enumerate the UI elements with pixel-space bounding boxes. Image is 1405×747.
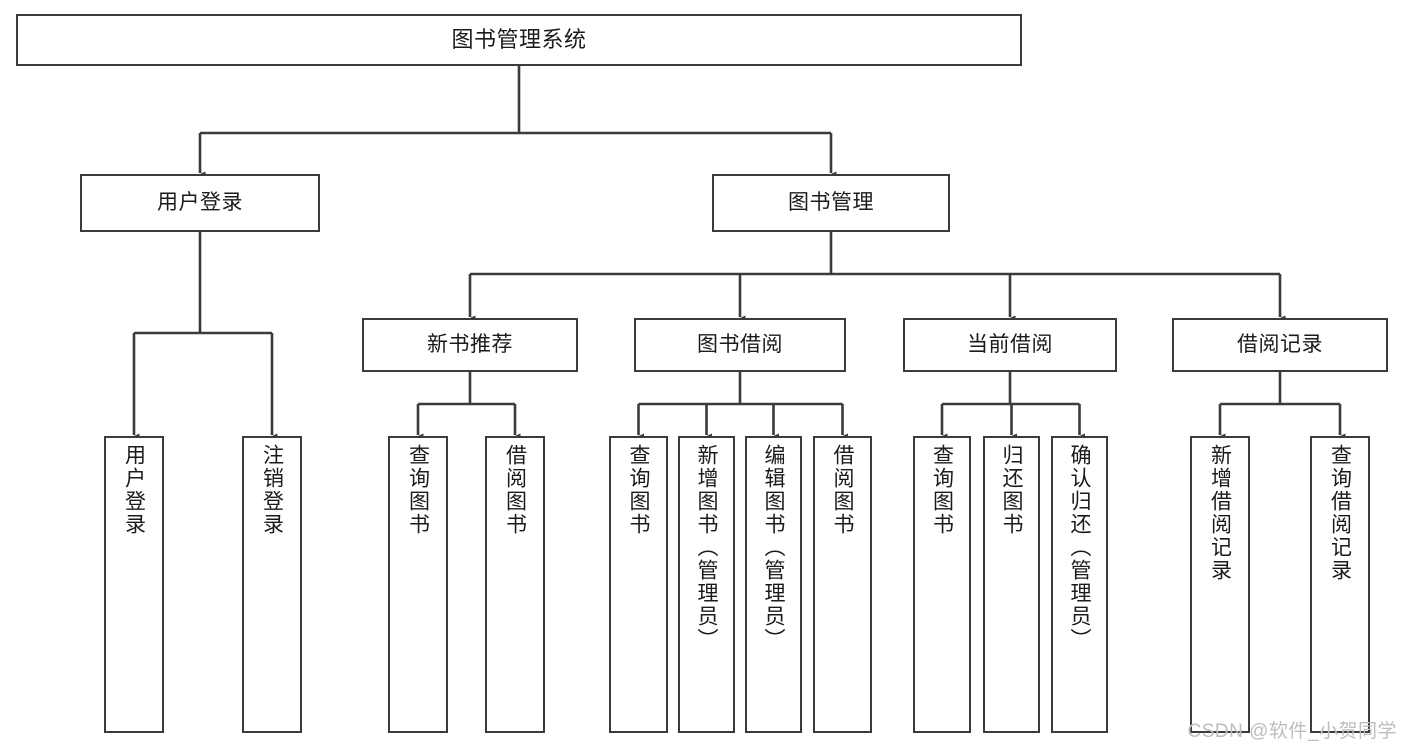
leaf-query-book-1[interactable]: 查询图书 [388,436,448,733]
leaf-query-book-3-label: 查询图书 [930,444,954,536]
node-new-book-recommendation-label: 新书推荐 [427,333,513,357]
node-book-manage-label: 图书管理 [788,191,874,215]
leaf-confirm-return[interactable]: 确认归还（管理员） [1051,436,1108,733]
leaf-add-borrow-record[interactable]: 新增借阅记录 [1190,436,1250,733]
leaf-logout-label: 注销登录 [260,444,284,536]
leaf-query-book-2-label: 查询图书 [627,444,650,536]
leaf-confirm-return-label: 确认归还（管理员） [1068,444,1091,651]
watermark: CSDN @软件_小贺同学 [1187,721,1397,742]
node-current-borrow[interactable]: 当前借阅 [903,318,1117,372]
leaf-query-borrow-record[interactable]: 查询借阅记录 [1310,436,1370,733]
leaf-add-book[interactable]: 新增图书（管理员） [678,436,735,733]
leaf-borrow-book-1-label: 借阅图书 [503,444,527,536]
node-root-label: 图书管理系统 [451,26,587,52]
node-book-borrow-label: 图书借阅 [697,333,783,357]
leaf-borrow-book-2[interactable]: 借阅图书 [813,436,872,733]
node-new-book-recommendation[interactable]: 新书推荐 [362,318,578,372]
leaf-query-book-3[interactable]: 查询图书 [913,436,971,733]
node-book-borrow[interactable]: 图书借阅 [634,318,846,372]
leaf-query-book-2[interactable]: 查询图书 [609,436,668,733]
node-borrow-record-label: 借阅记录 [1237,333,1323,357]
leaf-borrow-book-1[interactable]: 借阅图书 [485,436,545,733]
node-book-manage[interactable]: 图书管理 [712,174,950,232]
leaf-user-login[interactable]: 用户登录 [104,436,164,733]
leaf-add-book-label: 新增图书（管理员） [695,444,718,651]
leaf-edit-book[interactable]: 编辑图书（管理员） [745,436,802,733]
connector-edges [128,66,1346,444]
leaf-add-borrow-record-label: 新增借阅记录 [1208,444,1232,582]
leaf-borrow-book-2-label: 借阅图书 [831,444,854,536]
leaf-logout[interactable]: 注销登录 [242,436,302,733]
leaf-return-book[interactable]: 归还图书 [983,436,1040,733]
leaf-return-book-label: 归还图书 [1000,444,1023,536]
leaf-query-book-1-label: 查询图书 [406,444,430,536]
leaf-user-login-label: 用户登录 [122,444,146,536]
node-current-borrow-label: 当前借阅 [967,333,1053,357]
node-user-login-label: 用户登录 [157,191,243,215]
leaf-edit-book-label: 编辑图书（管理员） [762,444,785,651]
node-user-login[interactable]: 用户登录 [80,174,320,232]
node-borrow-record[interactable]: 借阅记录 [1172,318,1388,372]
node-root[interactable]: 图书管理系统 [16,14,1022,66]
leaf-query-borrow-record-label: 查询借阅记录 [1328,444,1352,582]
